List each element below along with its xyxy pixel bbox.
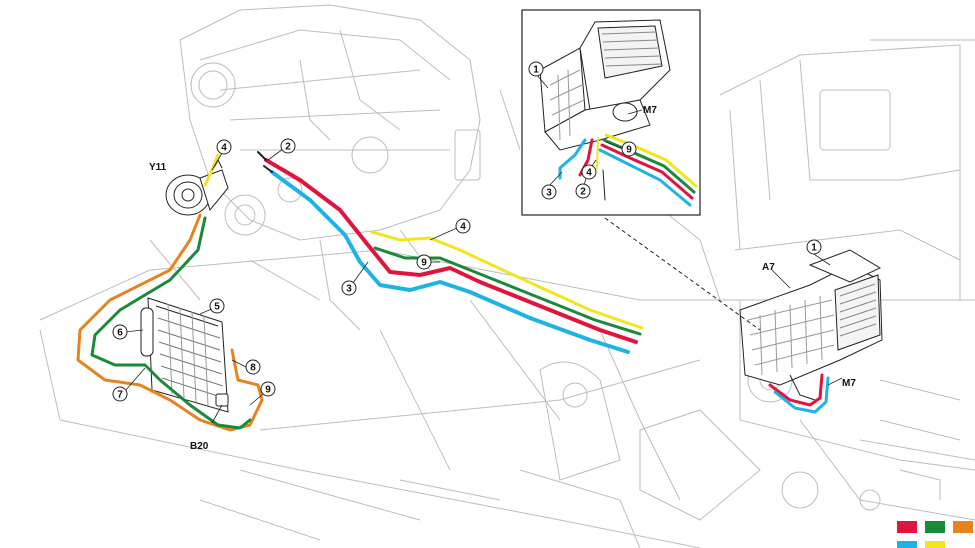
legend-swatch-green: [925, 521, 945, 533]
svg-text:3: 3: [346, 284, 352, 295]
color-legend: [897, 521, 973, 548]
callout-9-inset: 9: [621, 141, 637, 157]
svg-text:1: 1: [811, 243, 817, 254]
inset-leader-line: [604, 217, 761, 331]
callout-4-main: 4: [455, 218, 471, 234]
label-m7-unit: M7: [842, 378, 856, 389]
hvac-unit-a7: [739, 249, 883, 401]
blue-hose-main: [270, 170, 630, 354]
callout-1-inset: 1: [528, 61, 544, 77]
machine-frame-line-art: [39, 4, 975, 548]
svg-text:1: 1: [533, 65, 539, 76]
legend-swatch-blue: [897, 541, 917, 548]
callout-markers: 1 9 3 4 2 4 2 3 4 9 5 6 7 8 9 1: [112, 61, 822, 402]
yellow-hose-main: [370, 230, 644, 330]
callout-7: 7: [112, 386, 128, 402]
callout-9-main: 9: [416, 254, 432, 270]
compressor-y11: [165, 158, 229, 216]
callout-leaders: [124, 73, 843, 424]
hvac-unit-a7-hoses: [768, 373, 830, 414]
svg-text:4: 4: [221, 143, 227, 154]
svg-text:4: 4: [586, 168, 592, 179]
callout-6: 6: [112, 324, 128, 340]
inset-detail-box: [521, 9, 701, 216]
part-labels: Y11 M7 A7 M7 B20: [149, 105, 856, 452]
red-hose-main: [264, 158, 638, 344]
svg-text:9: 9: [265, 385, 271, 396]
green-hose: [90, 216, 252, 430]
label-y11: Y11: [149, 162, 167, 173]
green-hose-main: [373, 246, 642, 336]
callout-2-main: 2: [280, 138, 296, 154]
svg-text:9: 9: [421, 258, 427, 269]
callout-2-inset: 2: [575, 183, 591, 199]
svg-text:3: 3: [546, 188, 552, 199]
svg-text:7: 7: [117, 390, 123, 401]
legend-swatch-yellow: [925, 541, 945, 548]
callout-9-condenser: 9: [260, 381, 276, 397]
label-a7: A7: [762, 262, 775, 273]
callout-3-main: 3: [341, 280, 357, 296]
label-m7-inset: M7: [643, 105, 657, 116]
callout-3-inset: 3: [541, 184, 557, 200]
svg-text:8: 8: [250, 363, 256, 374]
callout-4-compressor: 4: [216, 139, 232, 155]
condenser-unit: [140, 297, 229, 413]
svg-text:4: 4: [460, 222, 466, 233]
callout-1-unit: 1: [806, 239, 822, 255]
legend-swatch-red: [897, 521, 917, 533]
callout-5: 5: [209, 298, 225, 314]
label-b20: B20: [190, 441, 209, 452]
svg-text:9: 9: [626, 145, 632, 156]
svg-text:6: 6: [117, 328, 123, 339]
svg-text:2: 2: [580, 187, 586, 198]
svg-text:2: 2: [285, 142, 291, 153]
callout-4-inset: 4: [581, 164, 597, 180]
legend-swatch-orange: [953, 521, 973, 533]
orange-hose: [76, 213, 264, 432]
callout-8: 8: [245, 359, 261, 375]
main-hose-bundle: [257, 151, 644, 354]
svg-text:5: 5: [214, 302, 220, 313]
